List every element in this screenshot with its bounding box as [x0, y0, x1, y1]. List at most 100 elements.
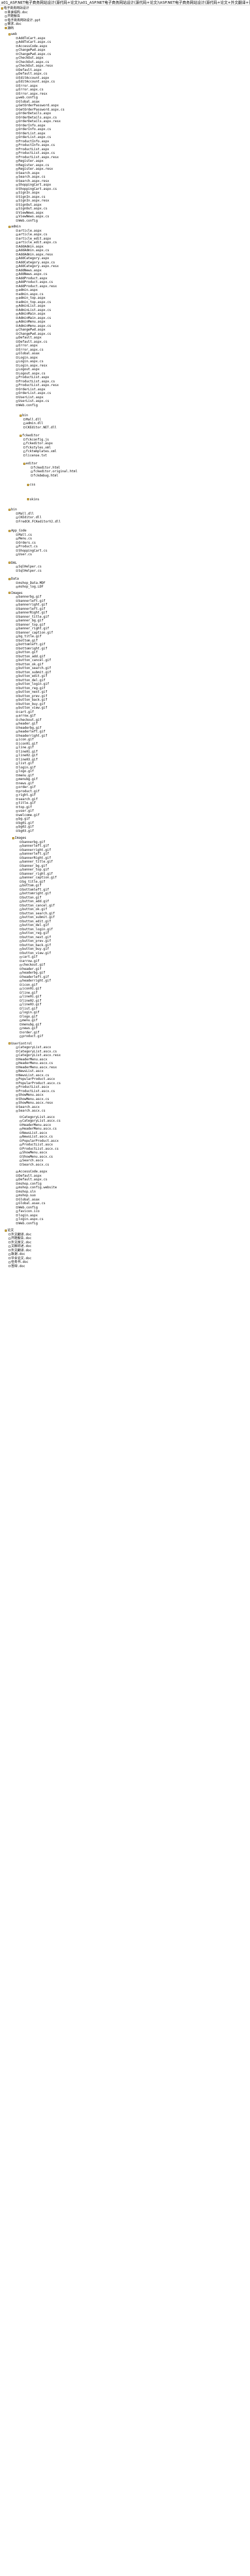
- file-icon: [16, 57, 18, 59]
- file-icon: [16, 703, 18, 705]
- tree-file: SignIn.aspx: [16, 191, 40, 195]
- file-icon: [16, 520, 18, 522]
- file-icon: [16, 61, 18, 63]
- tree-file: AdminList.aspx: [16, 304, 46, 308]
- tree-label: ChangePwd.aspx.cs: [19, 332, 51, 336]
- tree-file: login.aspx: [16, 1214, 38, 1218]
- file-icon: [20, 845, 22, 847]
- tree-label: ProductList.aspx: [19, 375, 49, 379]
- tree-label: headerright.gif: [22, 979, 51, 983]
- file-icon: [16, 112, 18, 115]
- file-icon: [16, 603, 18, 606]
- tree-file: mshop_Data.MDF: [16, 581, 46, 585]
- file-icon: [16, 635, 18, 638]
- file-icon: [8, 1233, 11, 1235]
- file-icon: [16, 1098, 18, 1100]
- tree-label: banner_caption.gif: [19, 630, 53, 635]
- tree-label: bin: [11, 508, 17, 511]
- file-icon: [16, 265, 18, 268]
- tree-file: button_prev.gif: [16, 694, 47, 699]
- file-icon: [20, 916, 22, 919]
- file-icon: [20, 1143, 22, 1146]
- tree-file: header.gif: [20, 967, 41, 971]
- file-icon: [16, 1190, 18, 1193]
- folder-icon: [20, 434, 22, 437]
- file-icon: [20, 971, 22, 974]
- tree-file: AdminMenu.aspx.cs: [16, 324, 51, 328]
- tree-file: line02.gif: [16, 754, 38, 758]
- folder-icon: [27, 498, 29, 500]
- file-icon: [20, 865, 22, 867]
- file-icon: [23, 446, 25, 448]
- file-icon: [16, 1094, 18, 1096]
- tree-file: AddNews.aspx.cs: [16, 272, 47, 277]
- tree-label: button_back.gif: [22, 943, 51, 947]
- file-icon: [16, 1206, 18, 1208]
- file-icon: [16, 384, 18, 387]
- file-icon: [16, 128, 18, 131]
- tree-label: AddAdmin.aspx.cs: [19, 249, 49, 252]
- file-icon: [16, 651, 18, 654]
- tree-label: line02.gif: [19, 754, 38, 757]
- tree-file: Login.aspx.cs: [16, 360, 43, 364]
- tree-file: Global.asax: [16, 1198, 40, 1202]
- tree-file: banner_title.gif: [20, 860, 53, 864]
- tree-label: fckeditor.aspx: [26, 442, 53, 445]
- tree-label: Images: [15, 836, 26, 840]
- file-icon: [16, 553, 18, 556]
- tree-label: bg.gif: [19, 817, 30, 821]
- file-icon: [20, 1151, 22, 1154]
- tree-label: bottom.gif: [22, 884, 42, 887]
- tree-label: button_del.gif: [19, 678, 46, 682]
- file-icon: [16, 1046, 18, 1049]
- tree-file: User.cs: [16, 553, 32, 557]
- tree-label: NewsList.ascx.cs: [22, 1135, 53, 1139]
- tree-label: bottomleft.gif: [22, 887, 49, 892]
- tree-file: menu.gif: [16, 774, 34, 778]
- tree-file: Web.config: [16, 404, 38, 408]
- tree-label: bannerleft.gif: [22, 852, 49, 856]
- tree-label: button_reg.gif: [22, 931, 49, 935]
- tree-label: Logout.aspx: [19, 368, 40, 371]
- tree-label: news.gif: [19, 781, 34, 785]
- tree-label: bannerleft.gif: [19, 607, 46, 611]
- tree-file: OrderList.aspx.cs: [16, 135, 51, 140]
- tree-label: OrderList.aspx: [19, 131, 46, 135]
- tree-label: GetOrderPassword.aspx: [19, 104, 59, 107]
- file-icon: [20, 860, 22, 863]
- tree-file: bottomleft.gif: [20, 888, 49, 892]
- tree-label: ProductList.ascx.cs: [22, 1147, 59, 1151]
- file-icon: [20, 849, 22, 851]
- tree-label: menubg.gif: [22, 1022, 42, 1026]
- tree-label: user.gif: [19, 809, 34, 813]
- tree-file: fckeditor.aspx: [23, 442, 53, 446]
- tree-file: SqlHelper.cs: [16, 565, 41, 569]
- tree-file: button_back.gif: [16, 698, 47, 702]
- tree-label: bannerleft.gif: [22, 844, 49, 848]
- file-icon: [8, 1237, 11, 1240]
- tree-label: login.aspx: [19, 1213, 38, 1217]
- tree-file: ViewNews.aspx: [16, 211, 43, 215]
- tree-label: 论文: [7, 1229, 14, 1232]
- tree-label: admin.aspx.cs: [19, 292, 43, 296]
- file-icon: [23, 454, 25, 456]
- tree-file: mshop_log.LDF: [16, 585, 43, 589]
- file-icon: [16, 647, 18, 649]
- tree-file: AdminMenu.aspx: [16, 320, 46, 324]
- file-icon: [16, 802, 18, 804]
- tree-label: SqlHelper.cs: [19, 565, 42, 569]
- tree-file: AddProduct.aspx.resx: [16, 285, 57, 289]
- tree-file: button_next.gif: [20, 936, 51, 940]
- file-icon: [20, 857, 22, 859]
- tree-file: Mall.dll: [23, 418, 41, 422]
- file-icon: [16, 219, 18, 222]
- file-icon: [16, 1078, 18, 1080]
- tree-label: Default.aspx: [19, 1174, 42, 1178]
- tree-label: css: [30, 483, 35, 487]
- tree-file: banner_top.gif: [20, 868, 49, 872]
- tree-label: EditAccount.aspx.cs: [19, 80, 55, 84]
- tree-label: banner_caption.gif: [22, 876, 57, 879]
- tree-file: checkout.gif: [16, 718, 41, 722]
- file-icon: [20, 956, 22, 958]
